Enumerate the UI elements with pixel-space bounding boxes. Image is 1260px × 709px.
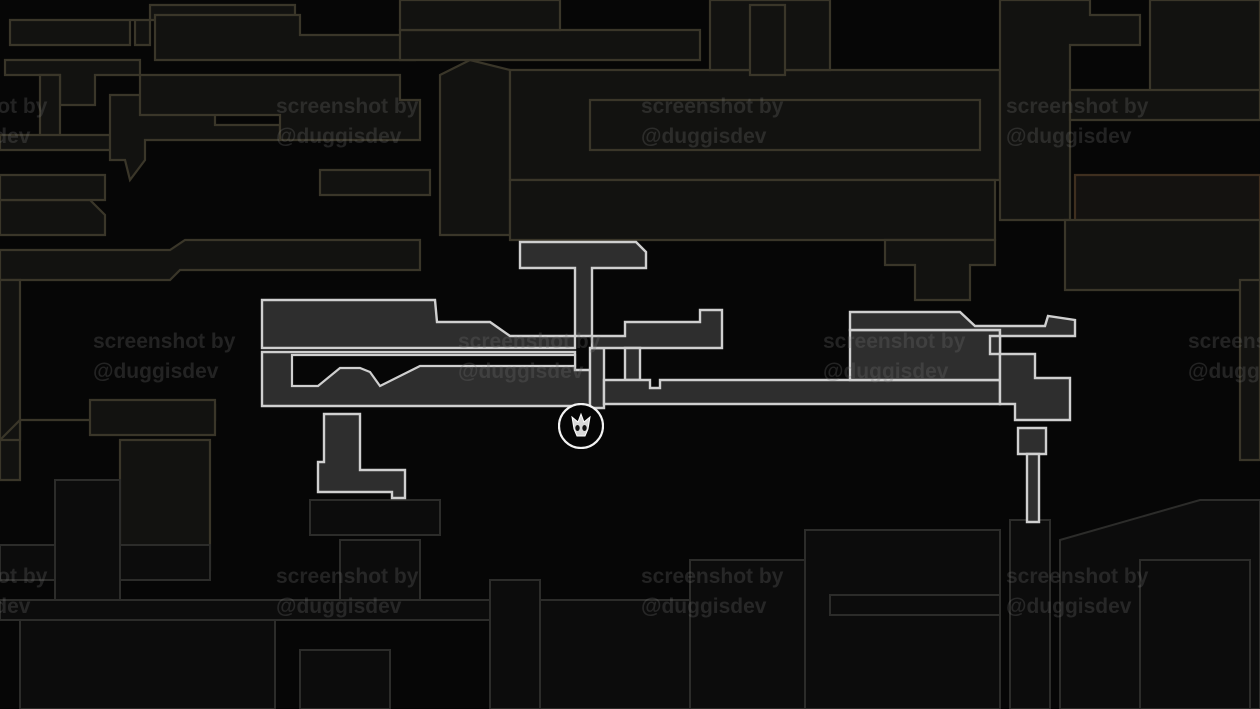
bg-room: [508, 178, 997, 242]
room-long-corridor: [602, 378, 1002, 406]
bg-room: [0, 599, 496, 621]
bg-room: [1009, 519, 1051, 709]
bg-room: [804, 529, 1001, 709]
shaft-right: [1025, 452, 1041, 524]
bg-room: [1148, 0, 1260, 97]
bg-room: [539, 599, 691, 709]
bg-room: [54, 479, 121, 601]
bg-room: [0, 278, 22, 482]
bg-room: [1063, 218, 1260, 292]
bg-room: [88, 398, 217, 437]
bg-room: [0, 198, 107, 237]
bg-room: [339, 539, 421, 601]
bg-room: [398, 0, 562, 32]
room-t-top: [518, 240, 648, 338]
room-right-upper: [848, 310, 1077, 356]
bg-room: [309, 499, 441, 536]
bg-room: [3, 58, 142, 107]
room-center-right: [590, 308, 724, 350]
bg-room: [829, 594, 1001, 616]
bg-room: [398, 28, 702, 62]
bg-room: [299, 649, 391, 709]
bg-room: [689, 559, 811, 709]
room-right-column: [998, 352, 1072, 422]
bg-room: [138, 73, 422, 142]
room-left-lower-gap: [290, 353, 577, 388]
knight-mask-icon: [557, 402, 605, 450]
bg-room: [588, 98, 982, 152]
bg-room: [883, 238, 997, 302]
room-right-step: [848, 328, 1002, 382]
bg-room: [0, 238, 422, 282]
bg-room: [489, 579, 541, 709]
shaft-center: [588, 346, 606, 410]
bg-room: [1073, 173, 1260, 227]
room-right-small: [1016, 426, 1048, 456]
room-center-link: [623, 346, 642, 382]
bg-room: [438, 58, 512, 237]
explored-rooms: [260, 240, 1077, 524]
bg-room: [318, 168, 432, 197]
bg-room: [748, 3, 787, 77]
room-lower-left: [316, 412, 407, 500]
room-left-upper: [260, 298, 577, 350]
bg-room: [1068, 88, 1260, 122]
bg-room: [19, 619, 276, 709]
bg-room: [0, 173, 107, 202]
bg-room: [1238, 278, 1260, 462]
bg-room: [1139, 559, 1251, 709]
bg-room: [153, 13, 417, 62]
bg-room: [38, 73, 62, 142]
bg-room: [0, 133, 122, 152]
